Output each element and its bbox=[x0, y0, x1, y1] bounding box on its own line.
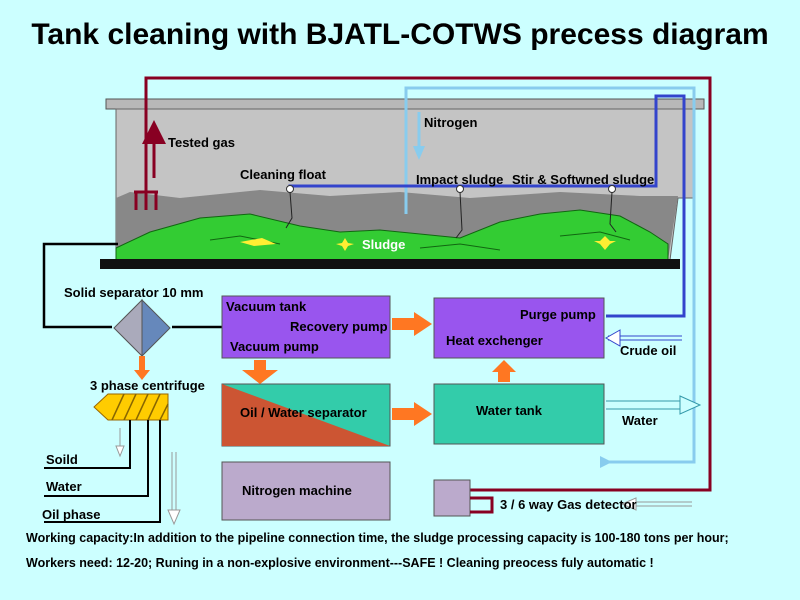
label-water-tank: Water tank bbox=[476, 403, 542, 418]
arrow-water-tank-to-heat bbox=[492, 360, 516, 382]
pipe-suction bbox=[42, 242, 118, 329]
label-heat-exchanger: Heat exchenger bbox=[446, 333, 543, 348]
oil-water-separator-oil bbox=[222, 384, 390, 446]
label-oil-phase: Oil phase bbox=[42, 507, 101, 522]
label-sludge: Sludge bbox=[362, 237, 406, 252]
arrow-to-centrifuge bbox=[134, 370, 150, 380]
water-out-arrow bbox=[679, 395, 702, 415]
sludge-sparkle bbox=[594, 236, 616, 250]
arrow-vacuum-to-separator bbox=[242, 360, 278, 384]
centrifuge-body bbox=[93, 393, 169, 421]
label-cleaning-float: Cleaning float bbox=[240, 167, 326, 182]
cleaning-float-node bbox=[286, 185, 294, 193]
vacuum-tank-box bbox=[221, 295, 391, 359]
label-recovery-pump: Recovery pump bbox=[290, 319, 388, 334]
label-solid-separator: Solid separator 10 mm bbox=[64, 285, 204, 300]
gas-detector-arrow bbox=[620, 497, 637, 511]
label-purge-pump: Purge pump bbox=[520, 307, 596, 322]
label-vacuum-pump: Vacuum pump bbox=[230, 339, 319, 354]
pipe-nitrogen bbox=[404, 86, 696, 464]
sludge-sparkle bbox=[240, 238, 276, 246]
arrow-separator-to-water-tank bbox=[392, 402, 432, 426]
arrow-vacuum-to-heat bbox=[392, 312, 432, 336]
label-crude-oil: Crude oil bbox=[620, 343, 677, 358]
label-centrifuge: 3 phase centrifuge bbox=[90, 378, 205, 393]
pipe-red-loop bbox=[144, 76, 712, 492]
label-nitrogen: Nitrogen bbox=[424, 115, 478, 130]
label-water-out: Water bbox=[46, 479, 82, 494]
tank-base bbox=[100, 259, 680, 269]
page-title: Tank cleaning with BJATL-COTWS precess d… bbox=[31, 18, 769, 51]
label-soild: Soild bbox=[46, 452, 78, 467]
label-water: Water bbox=[622, 413, 658, 428]
label-impact-sludge: Impact sludge bbox=[416, 172, 504, 187]
solid-separator-left bbox=[113, 298, 143, 358]
nitrogen-arrow bbox=[413, 146, 425, 160]
sludge-green bbox=[115, 209, 669, 261]
label-stir-sludge: Stir & Softwned sludge bbox=[512, 172, 655, 187]
label-nitrogen-machine: Nitrogen machine bbox=[242, 483, 352, 498]
water-tank-box bbox=[433, 383, 605, 445]
crude-oil-arrow bbox=[604, 329, 621, 347]
heat-exchanger-box bbox=[433, 297, 605, 359]
label-tested-gas: Tested gas bbox=[168, 135, 235, 150]
footer-capacity: Working capacity:In addition to the pipe… bbox=[26, 531, 729, 545]
label-vacuum-tank: Vacuum tank bbox=[226, 299, 307, 314]
label-gas-detector: 3 / 6 way Gas detector bbox=[500, 497, 637, 512]
footer-workers: Workers need: 12-20; Runing in a non-exp… bbox=[26, 556, 654, 570]
sludge-sparkle bbox=[336, 238, 354, 251]
solid-separator-right bbox=[141, 298, 171, 358]
label-oil-water-separator: Oil / Water separator bbox=[240, 405, 367, 420]
gas-detector-box bbox=[433, 479, 471, 517]
nitrogen-machine-box bbox=[221, 461, 391, 521]
